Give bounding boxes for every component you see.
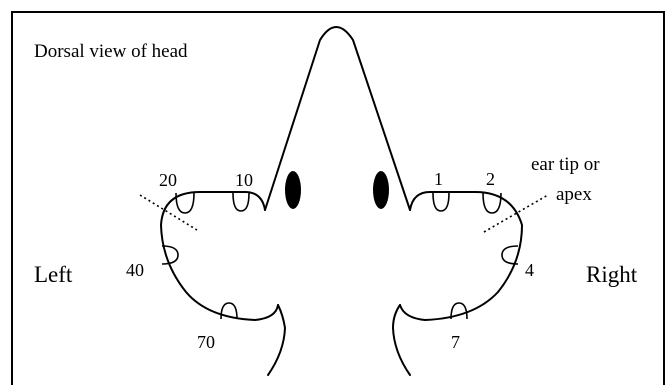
right-side-label: Right bbox=[586, 262, 638, 287]
left-eye bbox=[285, 171, 301, 209]
notch-code-left-10: 10 bbox=[235, 170, 253, 190]
notch-code-left-40: 40 bbox=[126, 260, 144, 280]
apex-label: apex bbox=[556, 184, 592, 205]
ear-tip-label: ear tip or bbox=[531, 154, 600, 175]
notch-code-left-70: 70 bbox=[197, 332, 215, 352]
left-side-label: Left bbox=[34, 262, 73, 287]
right-eye bbox=[373, 171, 389, 209]
notch-mark-right-1 bbox=[433, 193, 449, 211]
right-ear-outline bbox=[400, 192, 522, 320]
diagram-title: Dorsal view of head bbox=[34, 41, 188, 62]
notch-code-right-7: 7 bbox=[451, 332, 460, 352]
notch-code-right-2: 2 bbox=[486, 169, 495, 189]
notch-code-left-20: 20 bbox=[159, 170, 177, 190]
notch-mark-left-10 bbox=[233, 193, 249, 211]
notch-code-right-4: 4 bbox=[525, 260, 534, 280]
notch-code-right-1: 1 bbox=[434, 169, 443, 189]
